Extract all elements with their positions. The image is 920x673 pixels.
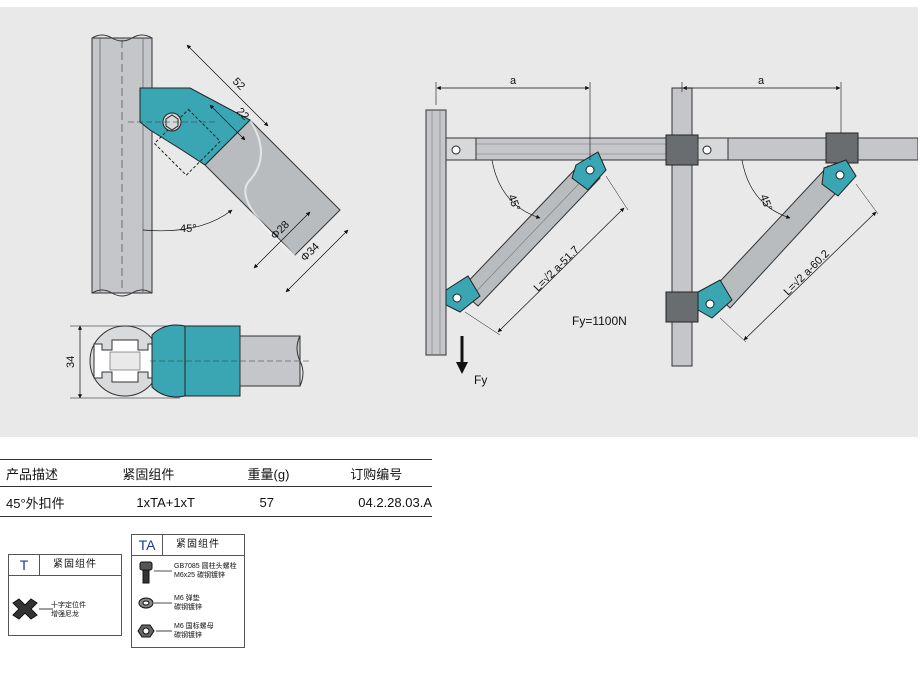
fastener-title-t: 紧固组件 — [53, 559, 97, 570]
cell-weight: 57 — [241, 486, 345, 517]
table-header-row: 产品描述 紧固组件 重量(g) 订购编号 — [0, 459, 432, 487]
bolt-material: M6x25 碳钢镀锌 — [174, 572, 225, 579]
hex-nut-icon — [137, 624, 155, 638]
header-fastener: 紧固组件 — [116, 459, 242, 487]
header-description: 产品描述 — [0, 459, 117, 487]
fastener-code-ta: TA — [132, 535, 163, 555]
cross-locator-material: 增强尼龙 — [51, 611, 79, 618]
technical-drawing-panel: 52 22 Φ28 Φ34 45° 34 — [0, 7, 918, 437]
frame-view-2: a 45° L=√2 a-60.2 — [665, 75, 918, 367]
bolt-name: GB7085 圆柱头螺栓 — [174, 563, 237, 570]
dim-34: 34 — [65, 356, 77, 368]
frame-view-1: a 45° L=√2 a-51.7 Fy=1100N Fy — [425, 75, 667, 387]
fastener-icons — [137, 561, 172, 638]
cell-order-number: 04.2.28.03.A — [344, 486, 432, 517]
dim-a-1: a — [510, 75, 517, 87]
dim-angle-45: 45° — [180, 223, 197, 235]
force-label: Fy=1100N — [572, 314, 627, 328]
dim-angle-45-1: 45° — [505, 193, 522, 213]
fastener-box-t: T 紧固组件 十字定位件 增强尼龙 — [8, 554, 122, 636]
technical-drawing: 52 22 Φ28 Φ34 45° 34 — [65, 34, 918, 399]
nut-name: M6 国标螺母 — [174, 623, 214, 630]
fy-label: Fy — [474, 373, 487, 387]
bolt-icon — [139, 561, 153, 584]
table-row: 45°外扣件 1xTA+1xT 57 04.2.28.03.A — [0, 486, 432, 517]
washer-material: 碳钢镀锌 — [174, 604, 202, 611]
fastener-code-t: T — [9, 555, 40, 575]
dim-a-2: a — [758, 75, 765, 87]
washer-name: M6 弹垫 — [174, 595, 200, 602]
header-weight: 重量(g) — [241, 459, 345, 487]
cell-fastener: 1xTA+1xT — [116, 486, 242, 517]
fastener-box-ta: TA 紧固组件 GB7085 圆柱头螺栓 M6x25 碳钢镀锌 M6 弹垫 碳钢… — [131, 534, 245, 648]
cross-locator-icon — [12, 598, 53, 620]
cell-description: 45°外扣件 — [0, 486, 117, 517]
dim-length-2: L=√2 a-60.2 — [782, 248, 832, 298]
nut-material: 碳钢镀锌 — [174, 632, 202, 639]
fastener-title-ta: 紧固组件 — [176, 539, 220, 550]
dim-length-1: L=√2 a-51.7 — [532, 244, 582, 294]
spring-washer-icon — [138, 597, 154, 609]
detail-view: 52 22 Φ28 Φ34 45° 34 — [65, 34, 349, 399]
cross-locator-name: 十字定位件 — [51, 602, 86, 609]
dim-angle-45-2: 45° — [757, 193, 774, 213]
header-order-number: 订购编号 — [344, 459, 432, 487]
spec-table: 产品描述 紧固组件 重量(g) 订购编号 45°外扣件 1xTA+1xT 57 … — [0, 459, 432, 517]
